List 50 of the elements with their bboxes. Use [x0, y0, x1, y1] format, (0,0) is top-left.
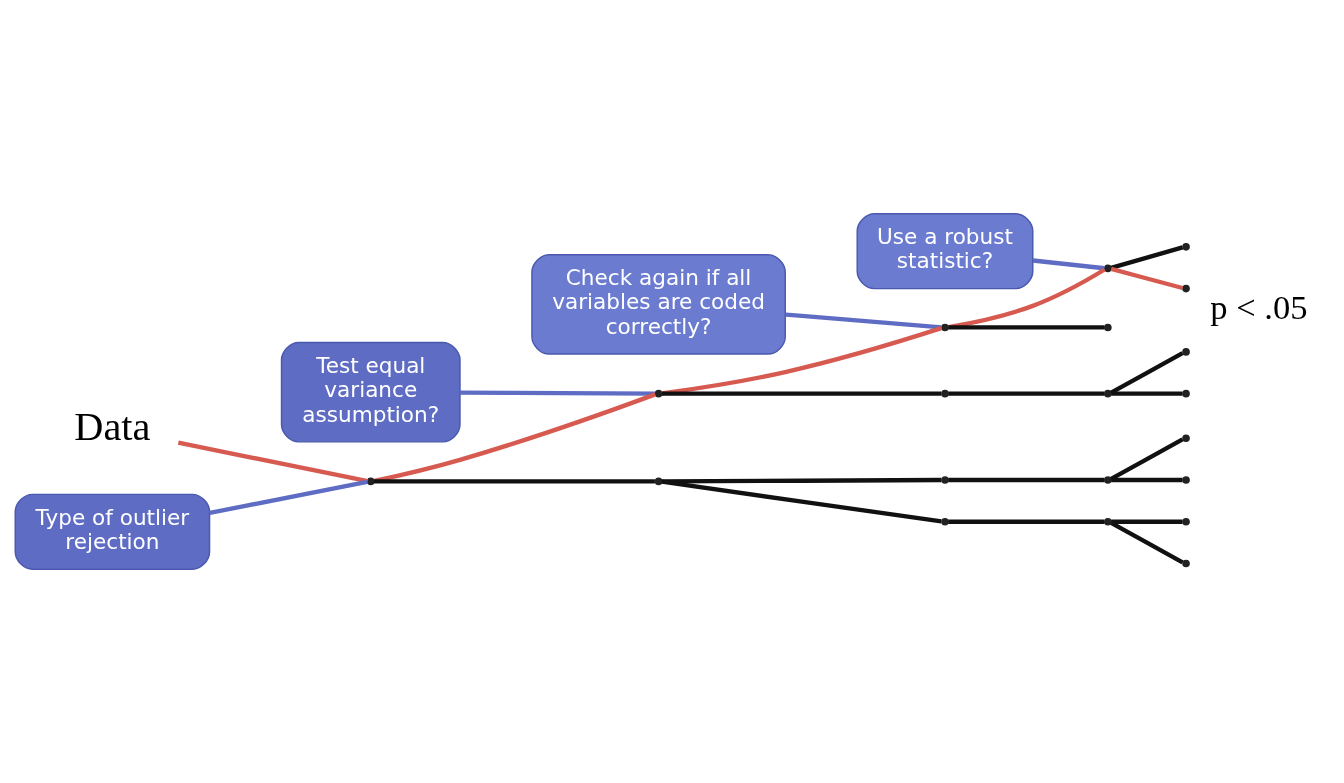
- connector: [661, 326, 942, 396]
- node-box: Check again if all variables are coded correctly?: [531, 254, 786, 355]
- node-point: [654, 477, 663, 486]
- node-box: Use a robust statistic?: [856, 213, 1034, 290]
- node-point: [941, 389, 949, 398]
- connector: [948, 477, 1105, 483]
- connector: [177, 440, 369, 484]
- node-point: [1182, 434, 1190, 443]
- node-box: Test equal variance assumption?: [280, 341, 461, 443]
- node-point: [1182, 476, 1190, 484]
- connector: [1111, 391, 1183, 396]
- connector: [785, 312, 942, 330]
- connector: [661, 479, 942, 524]
- connector: [1110, 437, 1184, 481]
- node-point: [366, 477, 375, 486]
- connector: [1110, 245, 1184, 270]
- node-point: [1182, 389, 1190, 398]
- connector: [661, 477, 942, 484]
- connector: [373, 392, 656, 484]
- connector: [661, 391, 942, 396]
- connector: [948, 519, 1105, 524]
- node-point: [1104, 323, 1112, 332]
- node-point: [941, 517, 949, 526]
- node-point: [1104, 389, 1112, 398]
- node-point: [654, 389, 663, 398]
- node-point: [941, 476, 949, 484]
- connector: [374, 479, 655, 484]
- node-point: [1182, 348, 1190, 356]
- node-point: [1182, 559, 1190, 568]
- node-point: [1104, 264, 1112, 273]
- node-text: Data: [74, 403, 151, 449]
- connector: [209, 479, 368, 516]
- connector: [948, 325, 1105, 330]
- node-point: [941, 323, 949, 332]
- connector: [1110, 266, 1184, 291]
- node-point: [1182, 517, 1190, 526]
- connector: [460, 390, 656, 396]
- connector: [1032, 258, 1105, 271]
- connector: [1111, 477, 1183, 483]
- node-label: p < .05: [1210, 288, 1308, 327]
- connector: [1110, 520, 1184, 565]
- node-point: [1182, 284, 1190, 293]
- connector: [948, 391, 1105, 396]
- node-point: [1104, 517, 1112, 526]
- connector: [1111, 519, 1183, 524]
- node-point: [1104, 476, 1112, 484]
- node-box: Type of outlier rejection: [14, 493, 211, 570]
- connector: [948, 267, 1106, 330]
- connector: [1110, 351, 1184, 395]
- node-point: [1182, 243, 1190, 251]
